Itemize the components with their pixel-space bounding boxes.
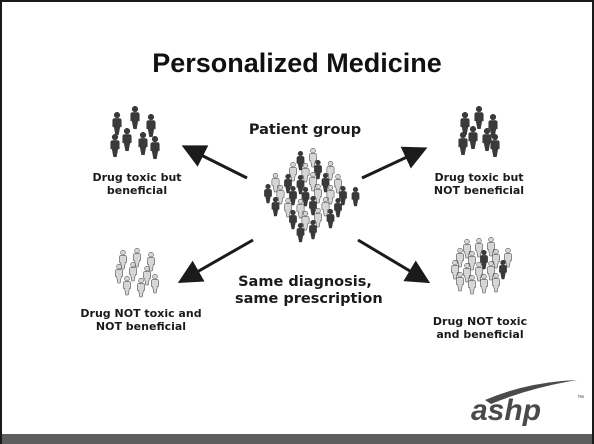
person-icon (334, 173, 342, 194)
person-icon (314, 183, 322, 204)
person-icon (271, 172, 280, 193)
group-figures-not-toxic-not-beneficial (115, 247, 159, 298)
person-icon (130, 105, 140, 130)
person-icon (143, 265, 151, 286)
person-icon (314, 159, 322, 180)
person-icon (146, 113, 156, 138)
ashp-logo-text: ashp (471, 394, 541, 427)
person-icon (284, 173, 292, 194)
person-icon (487, 260, 495, 281)
person-icon (296, 150, 305, 171)
footer-bar (2, 434, 592, 444)
label-toxic-beneficial: Drug toxic but beneficial (92, 171, 182, 197)
person-icon (289, 161, 297, 182)
person-icon (339, 185, 347, 206)
person-icon (296, 174, 305, 195)
ashp-logo-trademark: ™ (577, 395, 584, 402)
person-icon (468, 125, 478, 150)
person-icon (326, 184, 335, 205)
arrow-icon (361, 146, 428, 180)
person-icon (468, 274, 476, 295)
person-icon (309, 219, 317, 240)
person-icon (137, 277, 145, 298)
arrow-icon (357, 238, 431, 284)
person-icon (490, 133, 500, 158)
person-icon (271, 196, 280, 217)
patient-group-figures (264, 147, 360, 243)
ashp-logo: ashp ™ (471, 380, 584, 427)
person-icon (468, 250, 476, 271)
person-icon (296, 222, 305, 243)
person-icon (314, 207, 322, 228)
person-icon (123, 275, 131, 296)
person-icon (499, 259, 507, 280)
person-icon (326, 208, 335, 229)
person-icon (138, 131, 148, 156)
same-diagnosis-label: Same diagnosis, same prescription (235, 274, 383, 307)
person-icon (110, 133, 120, 158)
group-figures-toxic-not-beneficial (458, 105, 500, 158)
person-icon (334, 197, 342, 218)
person-icon (309, 147, 317, 168)
person-icon (264, 183, 272, 204)
person-icon (475, 237, 483, 258)
group-figures-not-toxic-beneficial (451, 236, 512, 295)
person-icon (129, 261, 137, 282)
person-icon (456, 271, 464, 292)
person-icon (151, 273, 159, 294)
arrow-icon (177, 238, 254, 283)
person-icon (488, 113, 498, 138)
person-icon (492, 248, 500, 269)
person-icon (321, 196, 330, 217)
person-icon (475, 261, 483, 282)
person-icon (351, 186, 360, 207)
label-not-toxic-not-beneficial: Drug NOT toxic and NOT beneficial (80, 307, 202, 333)
person-icon (480, 273, 488, 294)
person-icon (451, 259, 459, 280)
slide-title: Personalized Medicine (152, 48, 442, 78)
group-figures-toxic-beneficial (110, 105, 160, 160)
patient-diagram: Patient group Same diagnosis, same presc… (75, 100, 527, 354)
label-not-toxic-beneficial: Drug NOT toxic and beneficial (432, 315, 528, 341)
person-icon (463, 262, 471, 283)
person-icon (456, 247, 464, 268)
arrows (177, 145, 431, 284)
person-icon (150, 135, 160, 160)
person-icon (276, 184, 285, 205)
person-icon (296, 198, 305, 219)
person-icon (301, 162, 310, 183)
patient-group-label: Patient group (248, 122, 362, 138)
person-icon (309, 195, 317, 216)
person-icon (460, 111, 470, 136)
person-icon (284, 197, 292, 218)
person-icon (309, 171, 317, 192)
person-icon (289, 185, 297, 206)
person-icon (504, 247, 512, 268)
person-icon (301, 210, 310, 231)
person-icon (463, 238, 471, 259)
person-icon (326, 160, 335, 181)
arrow-icon (181, 145, 248, 180)
person-icon (289, 209, 297, 230)
label-toxic-not-beneficial: Drug toxic but NOT beneficial (433, 171, 525, 197)
person-icon (474, 105, 484, 130)
person-icon (480, 249, 488, 270)
person-icon (301, 186, 310, 207)
person-icon (487, 236, 495, 257)
person-icon (115, 263, 123, 284)
person-icon (458, 131, 468, 156)
person-icon (492, 272, 500, 293)
person-icon (122, 127, 132, 152)
person-icon (112, 111, 122, 136)
person-icon (321, 172, 330, 193)
person-icon (482, 127, 492, 152)
